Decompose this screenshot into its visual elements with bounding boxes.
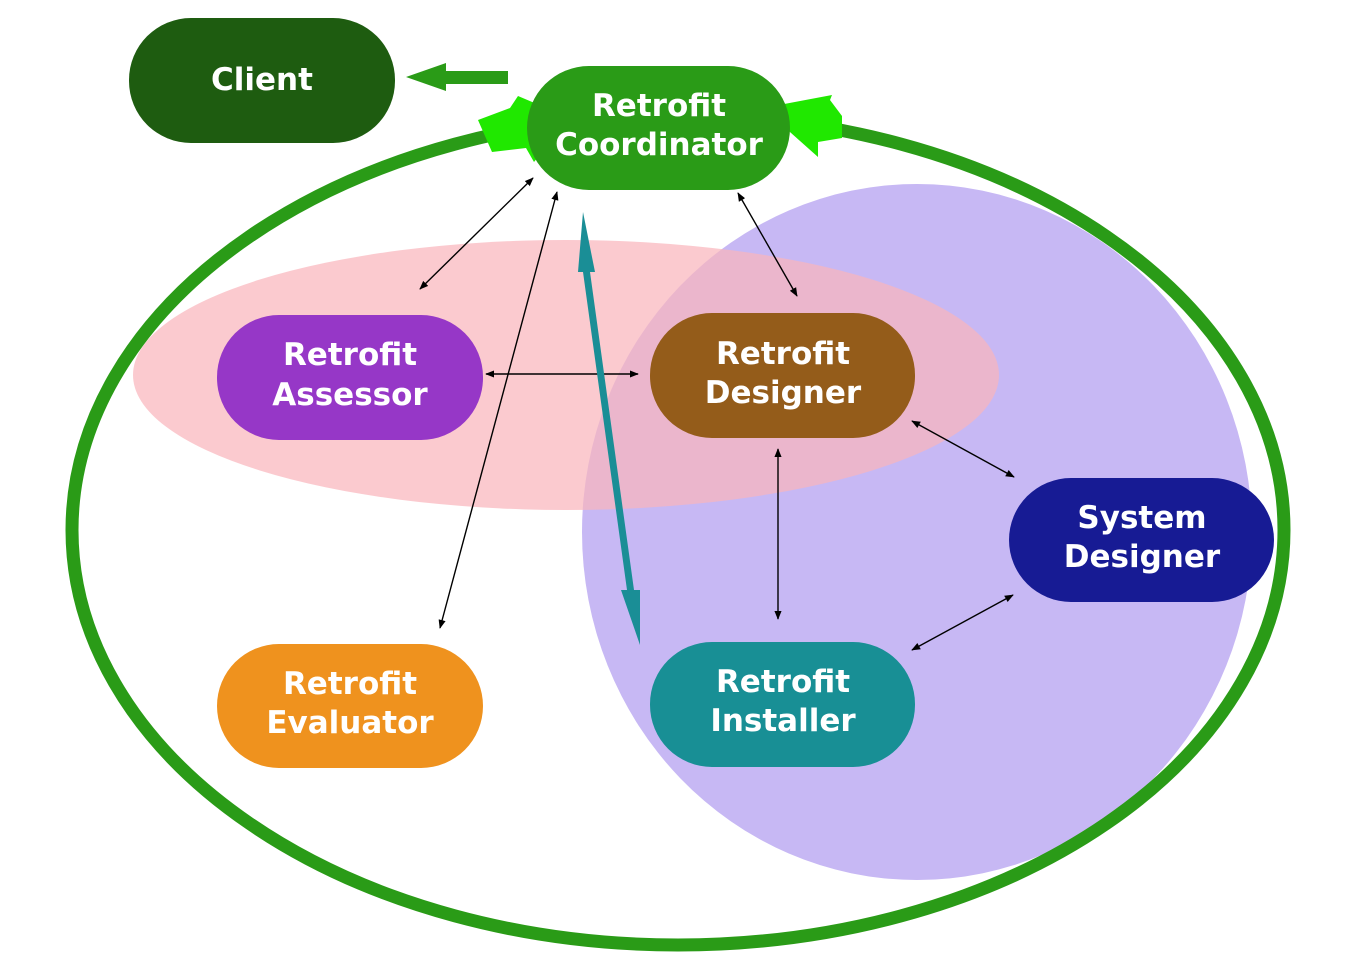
designer-label-line2: Designer <box>705 375 862 411</box>
node-system-designer[interactable]: System Designer <box>1009 478 1274 602</box>
system-designer-label-line2: Designer <box>1064 539 1221 575</box>
teal-double-arrow <box>578 212 640 645</box>
installer-label-line1: Retrofit <box>716 664 850 700</box>
connector-designer-systemdesigner <box>911 420 1015 478</box>
installer-label-line2: Installer <box>710 703 856 739</box>
coordinator-label-line2: Coordinator <box>555 127 764 163</box>
evaluator-label-line2: Evaluator <box>266 705 434 741</box>
assessor-label-line2: Assessor <box>272 377 428 413</box>
client-arrow <box>406 63 508 91</box>
connector-coordinator-evaluator <box>438 191 559 629</box>
node-retrofit-evaluator[interactable]: Retrofit Evaluator <box>217 644 483 768</box>
evaluator-label-line1: Retrofit <box>283 666 417 702</box>
coordinator-label-line1: Retrofit <box>592 88 726 124</box>
designer-label-line1: Retrofit <box>716 336 850 372</box>
connector-installer-systemdesigner <box>911 594 1014 651</box>
node-retrofit-designer[interactable]: Retrofit Designer <box>650 313 915 438</box>
node-retrofit-coordinator[interactable]: Retrofit Coordinator <box>527 66 790 190</box>
system-designer-label-line1: System <box>1077 500 1206 536</box>
connector-coordinator-designer <box>737 192 798 297</box>
node-retrofit-installer[interactable]: Retrofit Installer <box>650 642 915 767</box>
node-client[interactable]: Client <box>129 18 395 143</box>
node-retrofit-assessor[interactable]: Retrofit Assessor <box>217 315 483 440</box>
assessor-label-line1: Retrofit <box>283 337 417 373</box>
client-label: Client <box>211 62 313 98</box>
connectors <box>419 177 1015 651</box>
